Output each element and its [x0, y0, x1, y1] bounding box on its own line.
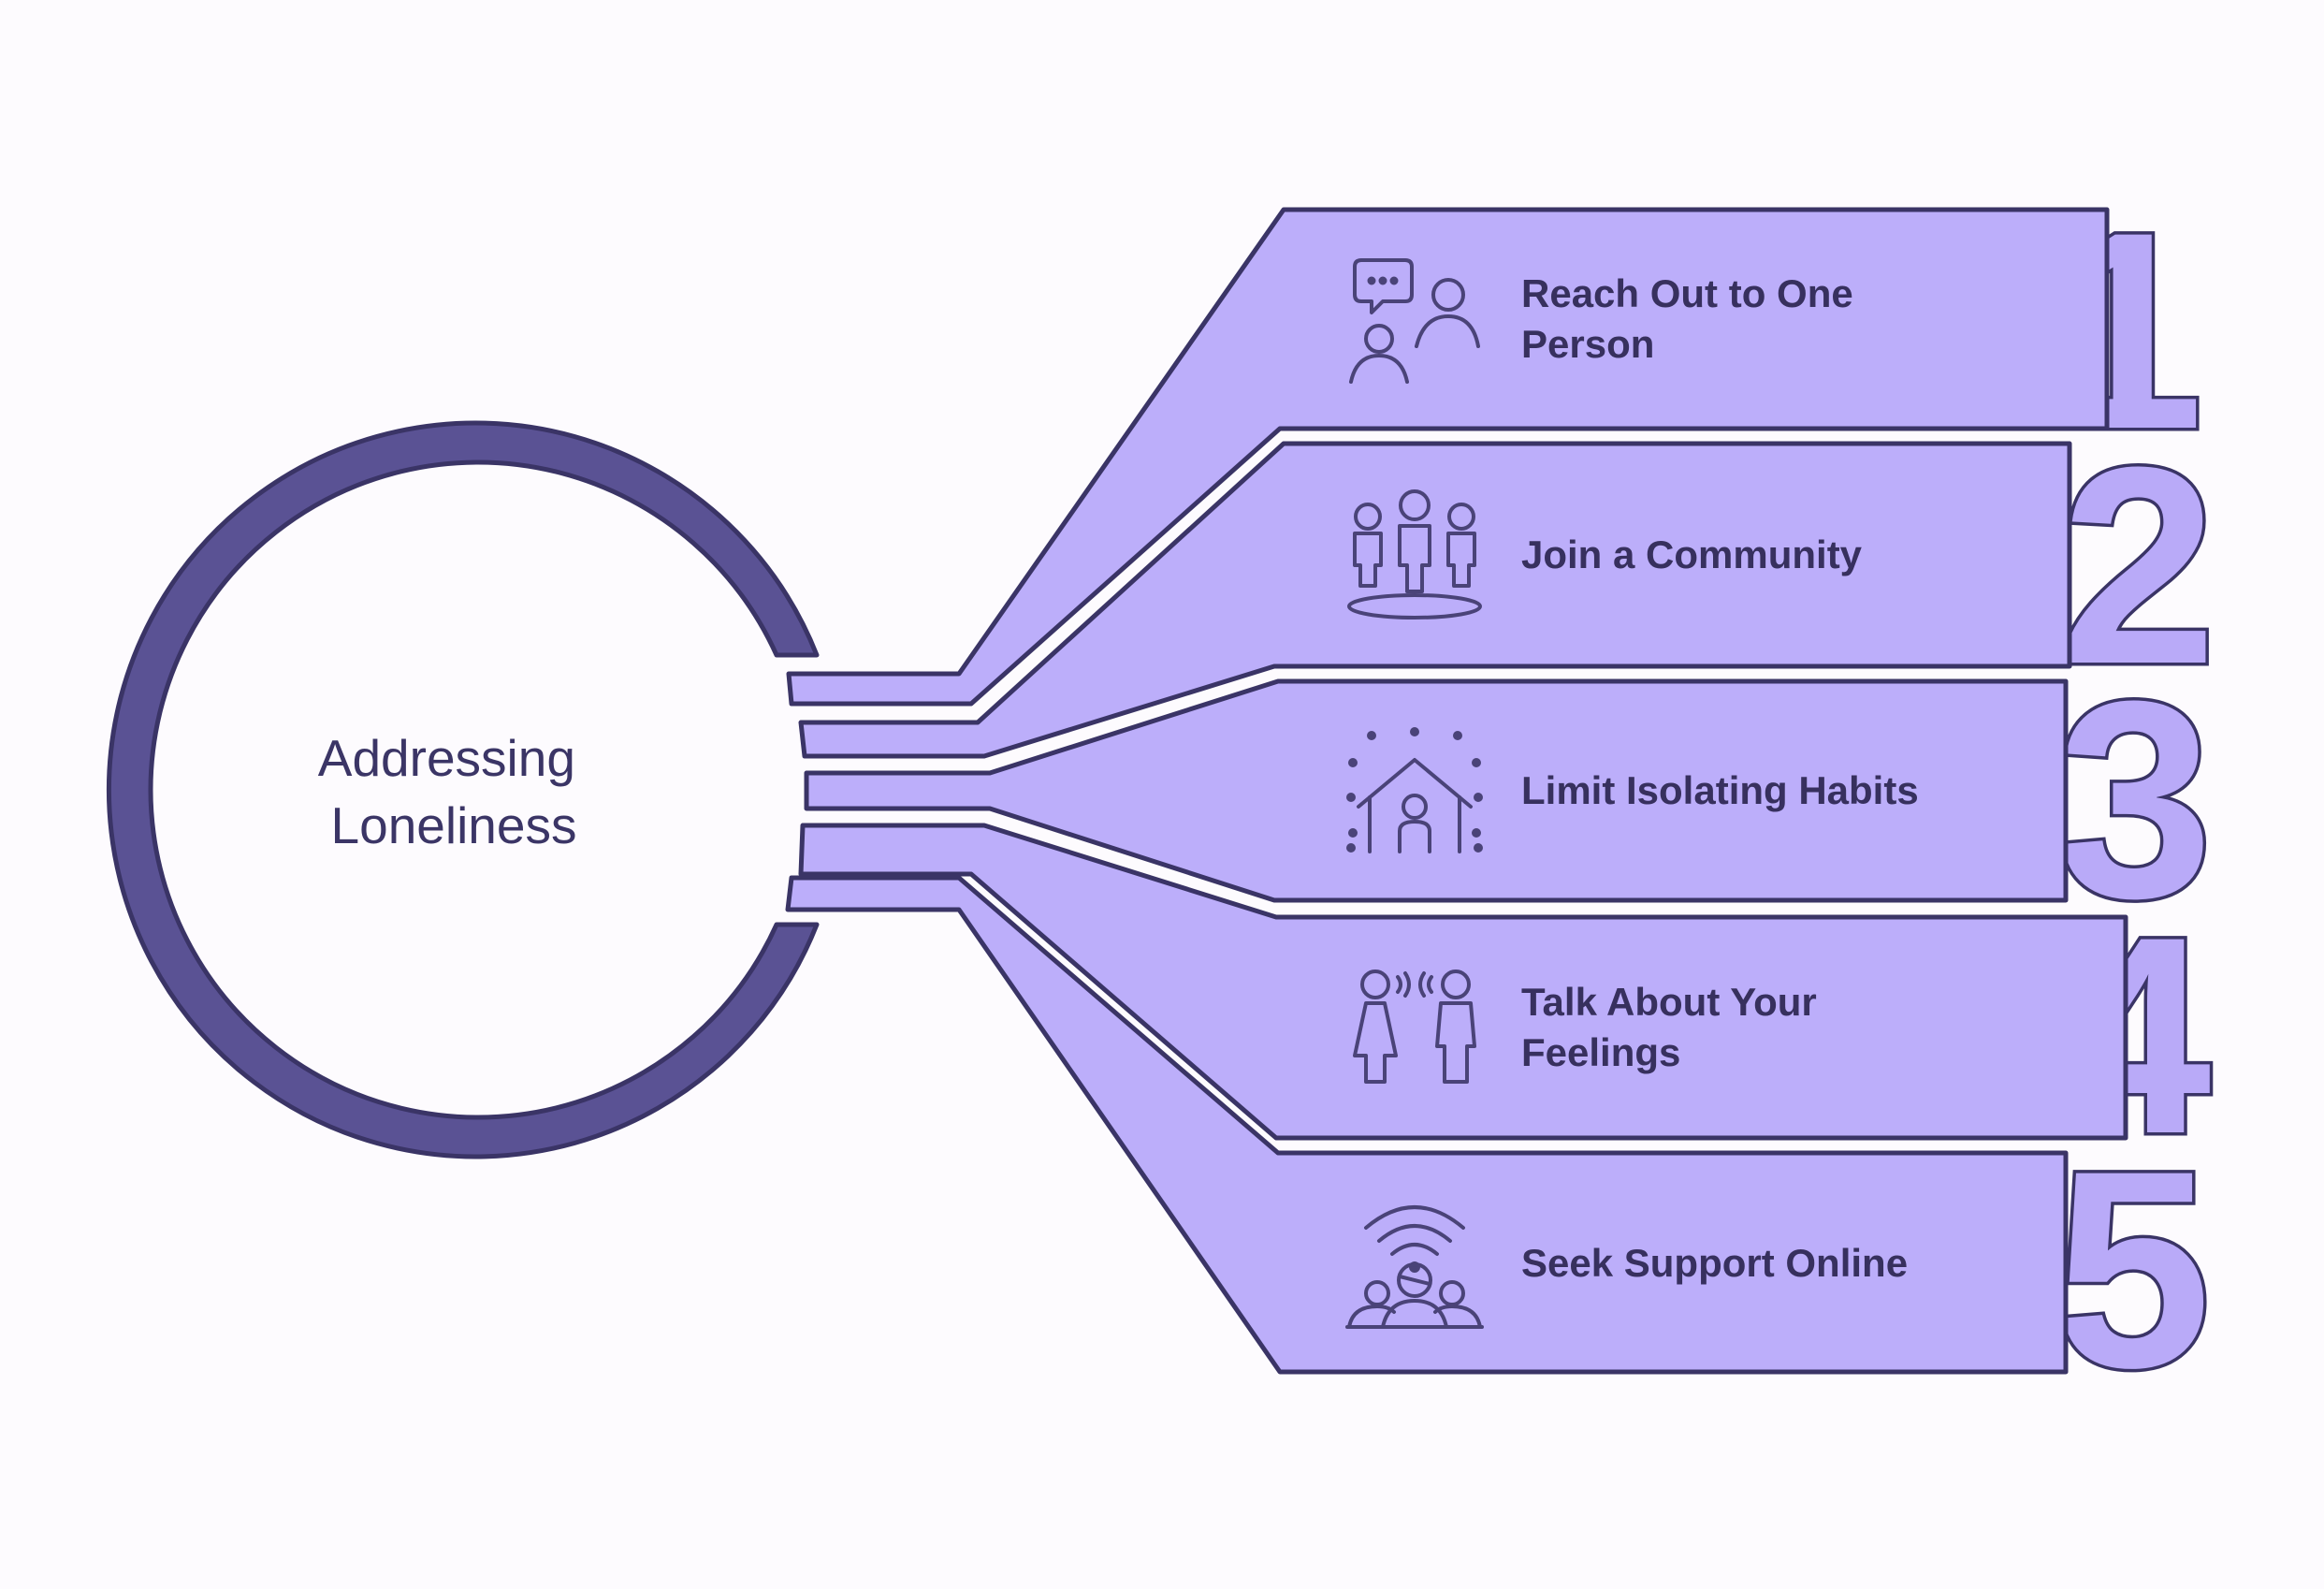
online-support-icon	[1345, 1205, 1484, 1329]
band-5	[785, 875, 2069, 1375]
item-label: Join a Community	[1521, 532, 1863, 576]
chat-people-icon	[1349, 258, 1480, 384]
center-node: Addressing Loneliness	[106, 420, 820, 1159]
item-label-line: Person	[1521, 322, 1654, 366]
item-labels: Reach Out to One Person Join a Community…	[1521, 271, 1919, 1285]
item-label-line: Feelings	[1521, 1030, 1680, 1074]
band-4	[798, 823, 2128, 1141]
item-label: Seek Support Online	[1521, 1241, 1908, 1285]
item-label: Limit Isolating Habits	[1521, 768, 1919, 812]
bands	[785, 207, 2128, 1375]
step-number: 2	[2061, 408, 2217, 722]
center-label-line: Loneliness	[331, 796, 577, 854]
center-label-line: Addressing	[318, 729, 575, 787]
center-label: Addressing Loneliness	[318, 729, 589, 854]
icons	[1345, 258, 1484, 1329]
item-label: Talk About Your Feelings	[1521, 980, 1827, 1074]
community-group-icon	[1347, 489, 1482, 620]
band-3	[804, 678, 2069, 903]
center-ring	[106, 420, 820, 1159]
item-label-line: Join a Community	[1521, 532, 1863, 576]
step-number: 3	[2057, 642, 2214, 956]
item-label-line: Reach Out to One	[1521, 271, 1853, 315]
band-1	[786, 207, 2110, 707]
band-2	[798, 441, 2072, 759]
item-label: Reach Out to One Person	[1521, 271, 1864, 366]
house-person-icon	[1346, 727, 1483, 853]
item-label-line: Seek Support Online	[1521, 1241, 1908, 1285]
item-label-line: Limit Isolating Habits	[1521, 768, 1919, 812]
item-label-line: Talk About Your	[1521, 980, 1817, 1024]
step-numbers: 1 2 3 4 5	[2044, 170, 2220, 1430]
step-number: 5	[2055, 1112, 2212, 1426]
talking-people-icon	[1353, 969, 1476, 1084]
